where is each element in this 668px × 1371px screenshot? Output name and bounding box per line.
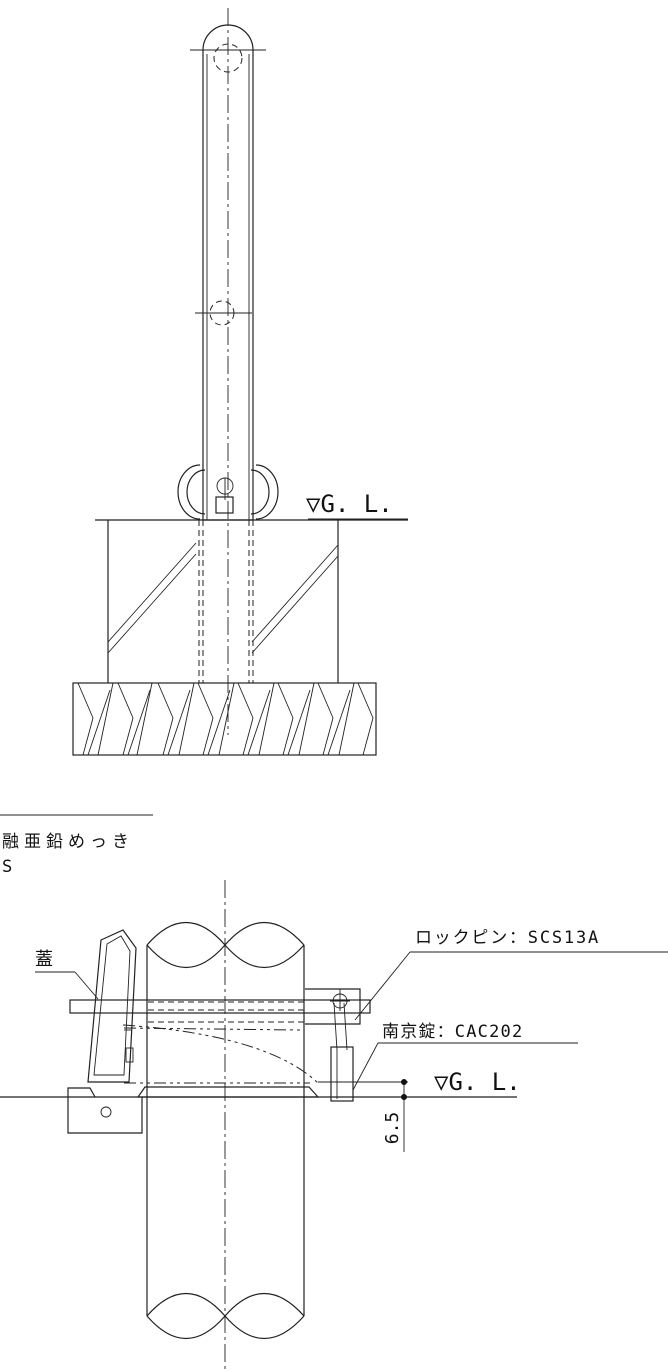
elevation-view: ▽G. L. [72, 8, 408, 756]
lid-swing-arc [122, 1024, 321, 1086]
embedded-sleeve [198, 520, 254, 684]
bollard-post [190, 24, 266, 521]
lock-pin-callout: ロックピン：SCS13A [354, 928, 668, 1021]
padlock [330, 1002, 354, 1102]
concrete-foundation [107, 520, 339, 683]
lid [87, 929, 137, 1083]
lock-pin-label: ロックピン：SCS13A [415, 928, 600, 948]
material-note: 融亜鉛めっき S [0, 814, 153, 877]
padlock-callout: 南京錠：CAC202 [352, 1022, 578, 1091]
top-pin-hole [213, 43, 243, 73]
coating-note: 融亜鉛めっき [2, 832, 134, 852]
detail-gl-label: ▽G. L. [434, 1068, 521, 1096]
gl-label: ▽G. L. [306, 490, 393, 518]
lid-callout: 蓋 [35, 949, 99, 1000]
hinge-bracket [67, 1087, 143, 1134]
pipe-lower [146, 1097, 305, 1339]
dimension-value: 6.5 [382, 1112, 403, 1145]
lid-label: 蓋 [35, 949, 53, 970]
lock-pin [69, 988, 371, 1025]
middle-pin-hole [195, 300, 252, 326]
lock-assembly [177, 464, 279, 520]
material-note-s: S [2, 857, 12, 877]
lid-swing-chord [123, 1027, 301, 1031]
detail-view: 蓋 ロックピン：SCS13A 南京錠：CAC202 ▽G. L. 6.5 [0, 880, 668, 1369]
dimension-6-5: 6.5 [382, 1079, 407, 1152]
gravel-base [72, 682, 377, 756]
padlock-label: 南京錠：CAC202 [382, 1022, 523, 1042]
flange-collar [124, 1082, 320, 1098]
